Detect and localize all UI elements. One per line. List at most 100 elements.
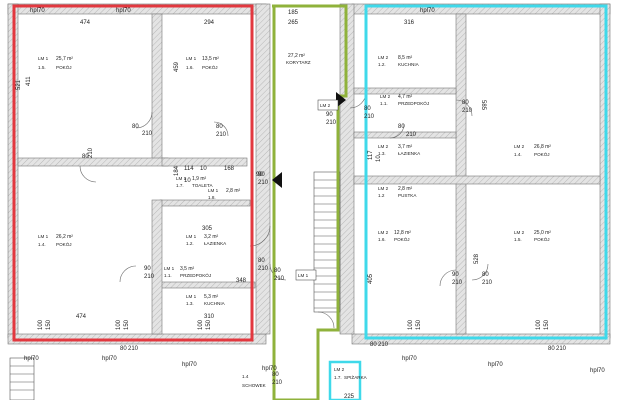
svg-text:26,8 m²: 26,8 m² bbox=[534, 144, 551, 150]
svg-text:474: 474 bbox=[80, 20, 91, 26]
svg-text:POKÓJ: POKÓJ bbox=[534, 151, 550, 157]
svg-text:hpl70: hpl70 bbox=[24, 356, 39, 362]
svg-text:1.6.: 1.6. bbox=[186, 65, 194, 70]
staircase-lower bbox=[9, 357, 35, 400]
svg-text:305: 305 bbox=[202, 226, 213, 232]
svg-text:80: 80 bbox=[364, 106, 371, 112]
svg-text:90: 90 bbox=[258, 172, 265, 178]
svg-text:210: 210 bbox=[258, 266, 269, 272]
walls bbox=[7, 3, 611, 345]
svg-text:25,0 m²: 25,0 m² bbox=[534, 230, 551, 236]
svg-text:LM 1: LM 1 bbox=[176, 176, 187, 181]
dimensions-lm1-mid: 114 10 168 184 10 90 bbox=[174, 165, 263, 184]
svg-text:210: 210 bbox=[326, 120, 337, 126]
dimensions-lm1-lower: 474 310 305 348 bbox=[76, 226, 247, 320]
svg-text:26,2 m²: 26,2 m² bbox=[56, 234, 73, 240]
svg-text:PRZEDPOKÓJ: PRZEDPOKÓJ bbox=[180, 272, 211, 278]
svg-text:LM 1: LM 1 bbox=[186, 294, 197, 299]
svg-text:POKÓJ: POKÓJ bbox=[394, 236, 410, 242]
svg-text:294: 294 bbox=[204, 20, 215, 26]
wall-corridor-left bbox=[255, 3, 271, 335]
dimensions-bottom-openings: 100 150 100 150 100 150 100 150 100 150 bbox=[38, 319, 550, 330]
svg-text:hpl70: hpl70 bbox=[488, 362, 503, 368]
svg-text:210: 210 bbox=[364, 114, 375, 120]
room-lm2-spizarka: LM 2 1.7. SPIŻARKA bbox=[334, 367, 368, 380]
svg-text:LM 1: LM 1 bbox=[186, 234, 197, 239]
svg-text:210: 210 bbox=[274, 276, 285, 282]
svg-text:LM 2: LM 2 bbox=[378, 144, 389, 149]
wall-lm2-bath bbox=[353, 131, 457, 139]
svg-text:210: 210 bbox=[128, 346, 139, 352]
svg-text:LM 2: LM 2 bbox=[514, 144, 525, 149]
arrow-left-icon bbox=[272, 172, 282, 188]
svg-text:1.8.: 1.8. bbox=[208, 195, 216, 200]
svg-text:LM 1: LM 1 bbox=[164, 266, 175, 271]
svg-text:25,7 m²: 25,7 m² bbox=[56, 56, 73, 62]
svg-text:210: 210 bbox=[406, 132, 417, 138]
svg-text:KUCHNIA: KUCHNIA bbox=[398, 62, 420, 67]
corridor-tag-lm1: LM 1 bbox=[295, 269, 317, 281]
svg-text:100: 100 bbox=[198, 319, 204, 330]
svg-text:80: 80 bbox=[216, 124, 223, 130]
svg-text:225: 225 bbox=[344, 394, 355, 400]
svg-text:210: 210 bbox=[144, 274, 155, 280]
svg-text:585: 585 bbox=[480, 100, 486, 111]
svg-text:PRZEDPOKÓJ: PRZEDPOKÓJ bbox=[398, 100, 429, 106]
wall-lm2-mid bbox=[353, 175, 601, 185]
svg-text:3,7 m²: 3,7 m² bbox=[398, 144, 413, 150]
svg-text:80: 80 bbox=[548, 346, 555, 352]
room-lm2-1-4: LM 2 26,8 m² 1.4. POKÓJ bbox=[514, 144, 551, 157]
svg-text:1.3.: 1.3. bbox=[186, 301, 194, 306]
room-lm1-1-7: LM 1 1,9 m² 1.7. TOALETA bbox=[176, 176, 213, 188]
svg-text:210: 210 bbox=[272, 380, 283, 386]
room-lm1-1-5: LM 1 25,7 m² 1.5. POKÓJ bbox=[38, 56, 73, 70]
svg-text:SPIŻARKA: SPIŻARKA bbox=[344, 374, 368, 380]
svg-text:hpl70: hpl70 bbox=[262, 366, 277, 372]
svg-text:1.2: 1.2 bbox=[378, 193, 385, 198]
svg-text:1,9 m²: 1,9 m² bbox=[192, 176, 207, 182]
svg-text:80: 80 bbox=[274, 268, 281, 274]
svg-text:80: 80 bbox=[82, 154, 89, 160]
wall-lm1-mid bbox=[17, 157, 169, 167]
svg-text:ŁAZIENKA: ŁAZIENKA bbox=[204, 241, 227, 246]
room-lm2-1-1: LM 2 4,7 m² 1.1. PRZEDPOKÓJ bbox=[380, 94, 429, 106]
svg-text:POKÓJ: POKÓJ bbox=[56, 241, 72, 247]
svg-text:210: 210 bbox=[88, 147, 94, 158]
svg-text:1.6.: 1.6. bbox=[378, 237, 386, 242]
svg-text:27,2 m²: 27,2 m² bbox=[288, 53, 305, 59]
room-lm2-pustka: LM 2 2,8 m² 1.2 PUSTKA bbox=[378, 186, 417, 198]
dimensions-left: 521 411 459 bbox=[16, 61, 180, 90]
svg-text:LM 1: LM 1 bbox=[208, 188, 219, 193]
svg-text:80: 80 bbox=[482, 272, 489, 278]
svg-text:150: 150 bbox=[416, 319, 422, 330]
room-lm2-1-2-kitchen: LM 2 8,5 m² 1.2. KUCHNIA bbox=[378, 55, 420, 67]
wall-lm1-vertical bbox=[151, 13, 163, 163]
wall-corridor-right bbox=[339, 3, 355, 335]
svg-text:hpl70: hpl70 bbox=[420, 8, 435, 14]
svg-text:405: 405 bbox=[368, 273, 374, 284]
room-lm1-1-1: LM 1 3,5 m² 1.1. PRZEDPOKÓJ bbox=[164, 266, 211, 278]
dimensions-lm2-mid: 585 117 10 528 405 bbox=[368, 100, 486, 284]
svg-text:1.2.: 1.2. bbox=[378, 62, 386, 67]
room-lm1-schowek: 1.4 SCHOWEK bbox=[242, 374, 267, 388]
svg-text:POKÓJ: POKÓJ bbox=[56, 64, 72, 70]
svg-text:80: 80 bbox=[398, 124, 405, 130]
dimensions-top: hpl70 474 294 hpl70 316 hpl70 bbox=[30, 8, 435, 26]
svg-text:150: 150 bbox=[544, 319, 550, 330]
svg-text:10: 10 bbox=[376, 155, 382, 162]
svg-text:528: 528 bbox=[474, 253, 480, 264]
svg-text:KORYTARZ: KORYTARZ bbox=[286, 60, 311, 65]
svg-text:90: 90 bbox=[326, 112, 333, 118]
svg-text:474: 474 bbox=[76, 314, 87, 320]
svg-text:80: 80 bbox=[462, 100, 469, 106]
svg-text:8,5 m²: 8,5 m² bbox=[398, 55, 413, 61]
svg-text:316: 316 bbox=[404, 20, 415, 26]
svg-text:1.7.: 1.7. bbox=[176, 183, 184, 188]
svg-text:265: 265 bbox=[288, 20, 299, 26]
svg-text:TOALETA: TOALETA bbox=[192, 183, 213, 188]
svg-text:SCHOWEK: SCHOWEK bbox=[242, 383, 267, 388]
svg-text:100: 100 bbox=[116, 319, 122, 330]
svg-text:521: 521 bbox=[16, 79, 22, 90]
svg-text:1.7.: 1.7. bbox=[334, 375, 342, 380]
room-lm1-1-6: LM 1 13,5 m² 1.6. POKÓJ bbox=[186, 56, 219, 70]
